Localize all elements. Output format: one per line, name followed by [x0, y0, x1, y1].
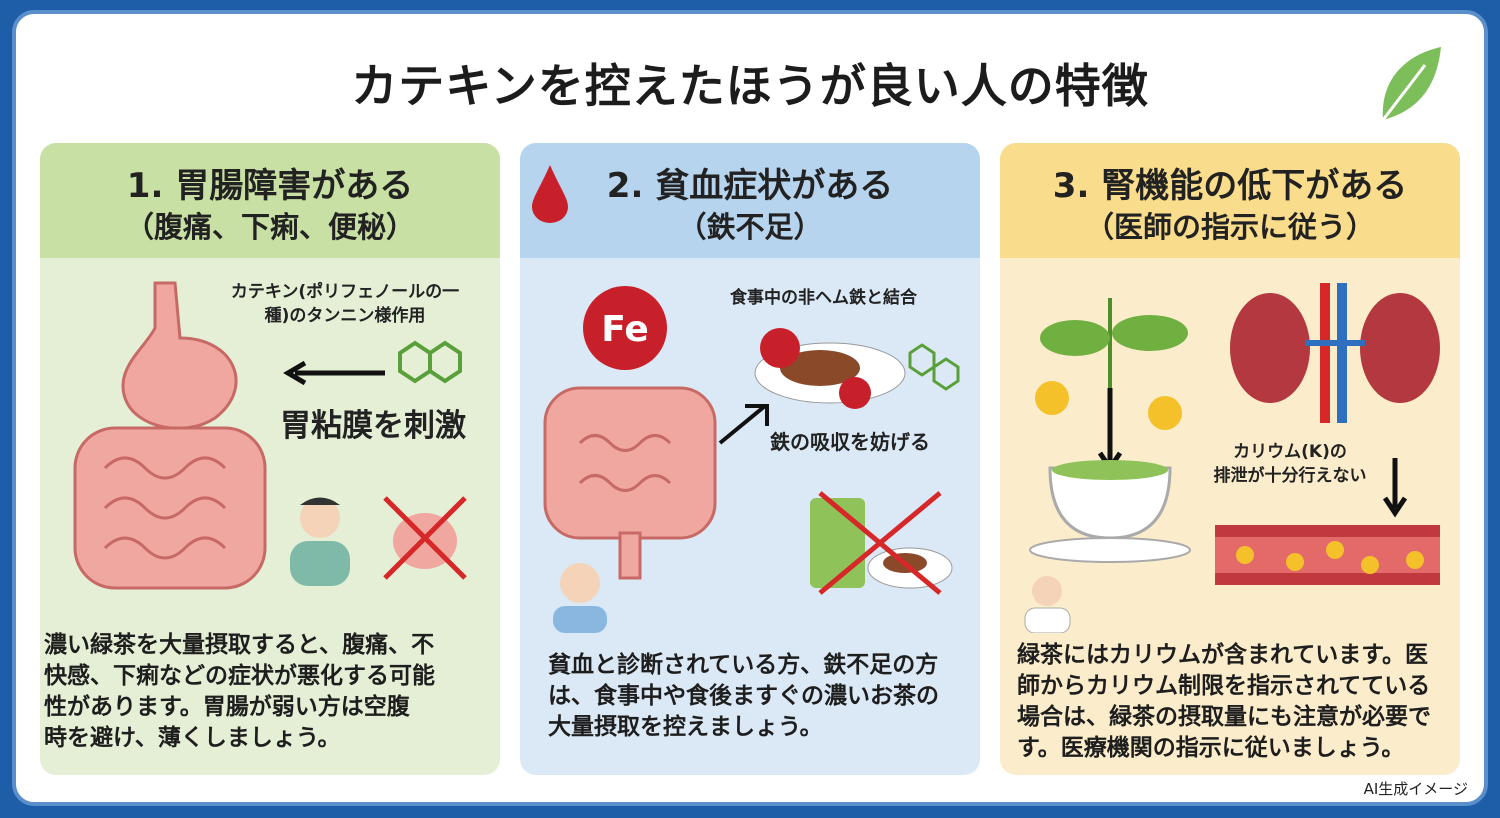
panel-header: 3. 腎機能の低下がある （医師の指示に従う） — [1000, 143, 1460, 258]
panel-heading: 1. 胃腸障害がある — [126, 166, 414, 206]
panel-subheading: （腹痛、下痢、便秘） — [124, 210, 415, 244]
leaf-icon — [1381, 47, 1441, 121]
tea-cup-illustration — [1029, 298, 1191, 563]
arrow-up-right-icon — [718, 404, 769, 445]
iron-circle-icon: Fe — [583, 286, 667, 370]
fe-text: Fe — [601, 309, 649, 350]
no-tea-meal-icon — [810, 491, 953, 595]
molecule-icon — [398, 340, 462, 384]
panel-description: 緑茶にはカリウムが含まれています。医師からカリウム制限を指示されてている場合は、… — [1017, 642, 1431, 761]
nonheme-label: 食事中の非ヘム鉄と結合 — [730, 288, 917, 308]
ai-credit: AI生成イメージ — [1363, 780, 1468, 798]
blood-drop-icon — [532, 165, 568, 223]
tannin-label: カテキン(ポリフェノールの一種)のタンニン様作用 — [230, 282, 460, 326]
potassium-label: カリウム(K)の排泄が十分行えない — [1213, 442, 1367, 486]
panel-header: 1. 胃腸障害がある （腹痛、下痢、便秘） — [40, 143, 500, 258]
blood-vessel-illustration — [1215, 525, 1440, 585]
panel-anemia: 2. 貧血症状がある （鉄不足） Fe 食事中の非ヘム鉄と結合 鉄の吸収を妨げる… — [520, 143, 980, 775]
arrow-down-icon — [1382, 458, 1408, 518]
panel-description: 貧血と診断されている方、鉄不足の方は、食事中や食後ますぐの濃いお茶の大量摂取を控… — [548, 652, 939, 740]
meal-plate-icon — [754, 328, 960, 409]
kidneys-illustration — [1230, 283, 1440, 423]
panel-subheading: （医師の指示に従う） — [1084, 210, 1375, 244]
panel-gastro: 1. 胃腸障害がある （腹痛、下痢、便秘） カテキン(ポリフェノールの一種)のタ… — [40, 143, 500, 775]
no-stomach-icon — [383, 496, 467, 580]
panel-header: 2. 貧血症状がある （鉄不足） — [520, 143, 980, 258]
panel-heading: 3. 腎機能の低下がある — [1052, 166, 1408, 206]
intestine-illustration — [543, 386, 717, 580]
panel-kidney: 3. 腎機能の低下がある （医師の指示に従う） カリウム(K)の排泄が十分行えな… — [1000, 143, 1460, 775]
panel-description: 濃い緑茶を大量摂取すると、腹痛、不快感、下痢などの症状が悪化する可能性があります… — [44, 632, 435, 751]
panel-subheading: （鉄不足） — [677, 210, 823, 244]
irritation-label: 胃粘膜を刺激 — [280, 408, 466, 444]
person-icon — [553, 563, 607, 633]
arrow-left-icon — [283, 360, 385, 386]
page-title: カテキンを控えたほうが良い人の特徴 — [351, 59, 1149, 113]
stomach-intestine-illustration — [73, 281, 267, 590]
absorption-label: 鉄の吸収を妨げる — [770, 430, 930, 454]
doctor-icon — [1024, 576, 1071, 633]
panel-heading: 2. 貧血症状がある — [606, 166, 894, 206]
person-stomachache-icon — [290, 497, 350, 586]
